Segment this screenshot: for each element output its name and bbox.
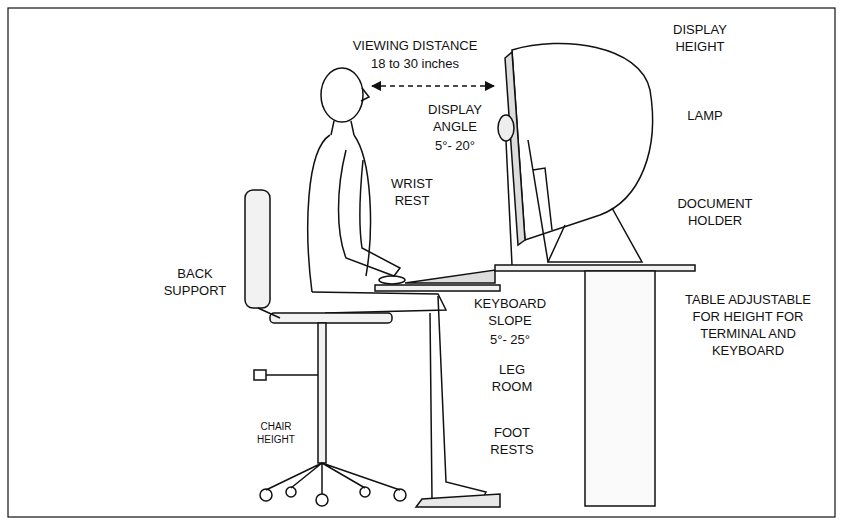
part-label: FOOT RESTS [481, 425, 543, 459]
part-label: DISPLAY ANGLE [420, 102, 490, 136]
angle-value: 5°- 20° [435, 138, 475, 155]
angle-value: 5°- 25° [490, 332, 530, 349]
part-label: CHAIR HEIGHT [250, 420, 302, 446]
part-label: LAMP [687, 108, 722, 125]
dimension-value: 18 to 30 inches [371, 56, 459, 73]
part-label: DISPLAY HEIGHT [663, 22, 738, 56]
note-label: TABLE ADJUSTABLE FOR HEIGHT FOR TERMINAL… [682, 292, 814, 360]
part-label: WRIST REST [382, 176, 442, 210]
part-label: DOCUMENT HOLDER [665, 196, 765, 230]
part-label: BACK SUPPORT [155, 266, 235, 300]
part-label: KEYBOARD SLOPE [464, 296, 556, 330]
dimension-label: VIEWING DISTANCE [353, 38, 478, 55]
part-label: LEG ROOM [484, 362, 540, 396]
